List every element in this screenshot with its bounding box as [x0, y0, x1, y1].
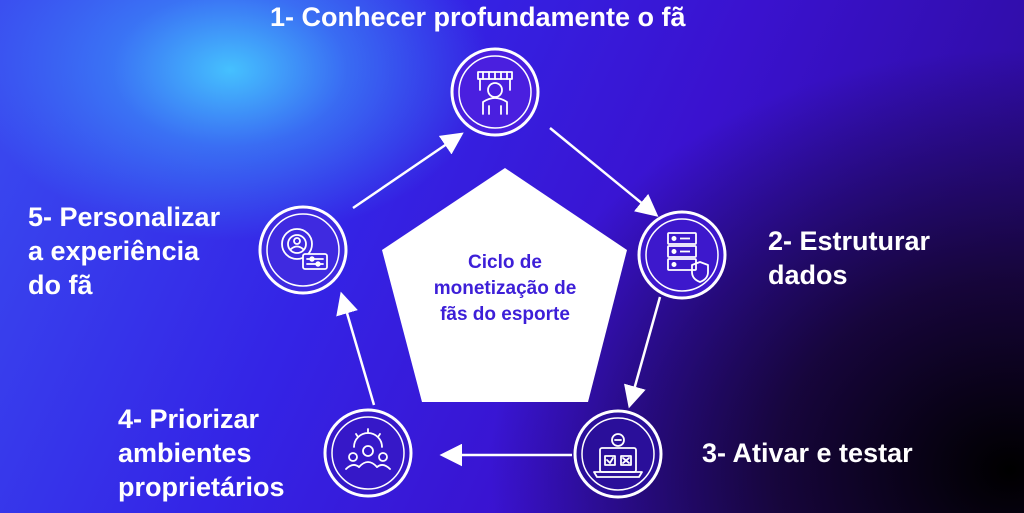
step-1-label: 1- Conhecer profundamente o fã [270, 2, 686, 32]
node-2 [637, 210, 727, 300]
center-pentagon [382, 168, 627, 402]
team-gear-icon [345, 428, 391, 470]
step-5-label: 5- Personalizar a experiência do fã [28, 202, 221, 300]
node-4 [323, 408, 413, 498]
arrow-1-to-2 [549, 127, 659, 217]
arrow-5-to-1 [352, 132, 464, 210]
node-5 [258, 205, 348, 295]
node-1 [450, 47, 540, 137]
laptop-test-icon [593, 433, 643, 478]
arrow-2-to-3 [624, 296, 662, 409]
center-title: Ciclo de monetização de fãs do esporte [433, 252, 577, 325]
step-3-label: 3- Ativar e testar [702, 438, 913, 468]
node-3 [573, 409, 663, 499]
personalize-settings-icon [281, 228, 328, 270]
step-2-label: 2- Estruturar dados [768, 226, 931, 290]
fan-jersey-icon [477, 71, 513, 115]
database-server-icon [667, 232, 709, 283]
arrow-4-to-5 [336, 291, 376, 406]
step-4-label: 4- Priorizar ambientes proprietários [118, 404, 285, 502]
